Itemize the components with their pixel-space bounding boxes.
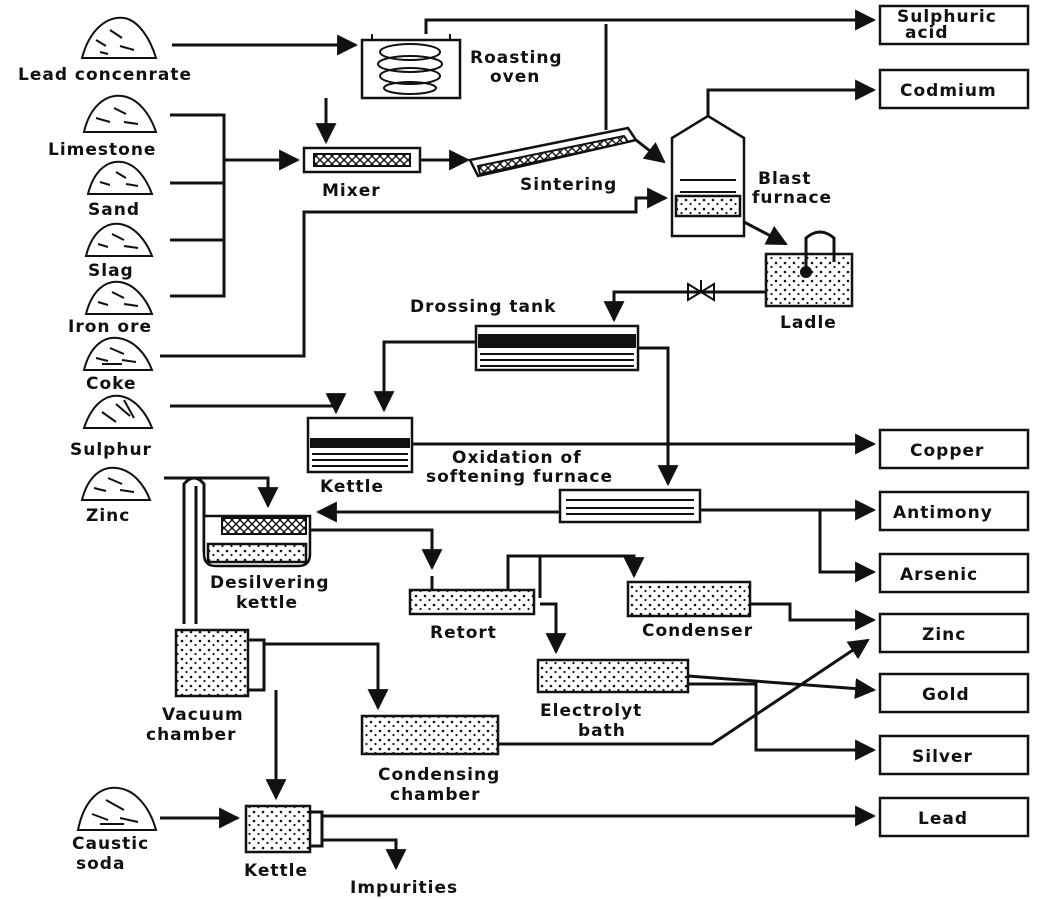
iron-ore-pile-icon — [84, 280, 154, 315]
desilvering-label-2: kettle — [236, 593, 298, 613]
electrolyt-bath — [536, 658, 690, 694]
ladle — [764, 230, 854, 308]
condenser-label: Condenser — [642, 621, 753, 641]
antimony-box — [878, 490, 1030, 532]
gold-box — [878, 672, 1030, 714]
roasting-oven-label-2: oven — [490, 67, 540, 87]
lead-concentrate-pile-icon — [80, 16, 158, 59]
roasting-oven — [360, 34, 462, 100]
sulphuric-acid-box — [878, 4, 1030, 46]
roasting-oven-label-1: Roasting — [470, 48, 563, 68]
condenser — [626, 580, 752, 618]
softening-furnace — [558, 488, 702, 524]
kettle-2 — [244, 804, 324, 854]
caustic-soda-label-1: Caustic — [72, 834, 149, 854]
kettle-1-label: Kettle — [320, 477, 384, 497]
kettle-2-label: Kettle — [244, 861, 308, 881]
sulphuric-acid-label-2: acid — [905, 23, 949, 43]
condensing-chamber — [360, 714, 500, 756]
zinc-pile-icon — [80, 466, 152, 501]
coke-label: Coke — [86, 374, 137, 394]
retort-label: Retort — [430, 623, 497, 643]
copper-label: Copper — [910, 441, 984, 461]
oxidation-label-1: Oxidation of — [452, 448, 582, 468]
kettle-1 — [306, 416, 414, 474]
copper-box — [878, 428, 1030, 470]
slag-pile-icon — [84, 222, 154, 257]
electrolyt-label-1: Electrolyt — [540, 701, 642, 721]
blast-furnace-label-2: furnace — [752, 188, 832, 208]
blast-furnace-label-1: Blast — [758, 169, 812, 189]
sulphuric-acid-label-1: Sulphuric — [897, 7, 997, 27]
vacuum-chamber-label-1: Vacuum — [162, 705, 244, 725]
caustic-soda-label-2: soda — [76, 854, 125, 874]
mixer — [302, 146, 422, 174]
mixer-label: Mixer — [322, 181, 381, 201]
sand-label: Sand — [88, 200, 140, 220]
iron-ore-label: Iron ore — [68, 317, 152, 337]
lead-box — [878, 796, 1030, 838]
gold-label: Gold — [922, 685, 970, 705]
limestone-label: Limestone — [48, 140, 156, 160]
limestone-pile-icon — [82, 94, 158, 133]
oxidation-label-2: softening furnace — [426, 467, 613, 487]
sulphur-label: Sulphur — [70, 440, 152, 460]
antimony-label: Antimony — [893, 503, 993, 523]
electrolyt-label-2: bath — [578, 721, 626, 741]
sintering-label: Sintering — [520, 175, 617, 195]
silver-label: Silver — [912, 747, 973, 767]
zinc-product-box — [878, 612, 1030, 654]
sintering-belt — [468, 126, 639, 178]
arsenic-label: Arsenic — [900, 565, 978, 585]
lead-concentrate-label: Lead concenrate — [18, 65, 192, 85]
impurities-label: Impurities — [350, 878, 458, 898]
zinc-product-label: Zinc — [922, 625, 966, 645]
desilvering-label-1: Desilvering — [210, 573, 330, 593]
drossing-tank-label: Drossing tank — [410, 297, 556, 317]
condensing-chamber-label-1: Condensing — [378, 765, 500, 785]
coke-pile-icon — [82, 336, 154, 371]
cadmium-label: Codmium — [900, 81, 997, 101]
drossing-tank — [474, 324, 640, 372]
flow-lines — [160, 9, 877, 871]
sulphur-pile-icon — [82, 394, 154, 429]
condensing-chamber-label-2: chamber — [390, 785, 480, 805]
ladle-label: Ladle — [780, 313, 837, 333]
silver-box — [878, 734, 1030, 776]
vacuum-chamber — [174, 628, 266, 698]
cadmium-box — [878, 68, 1030, 110]
retort — [408, 554, 542, 616]
lead-product-label: Lead — [918, 809, 968, 829]
caustic-soda-pile-icon — [76, 786, 158, 831]
blast-furnace — [670, 114, 746, 238]
slag-label: Slag — [88, 261, 134, 281]
arsenic-box — [878, 552, 1030, 594]
sand-pile-icon — [86, 160, 154, 195]
zinc-raw-label: Zinc — [86, 506, 130, 526]
vacuum-chamber-label-2: chamber — [146, 725, 236, 745]
desilvering-kettle — [182, 476, 312, 568]
